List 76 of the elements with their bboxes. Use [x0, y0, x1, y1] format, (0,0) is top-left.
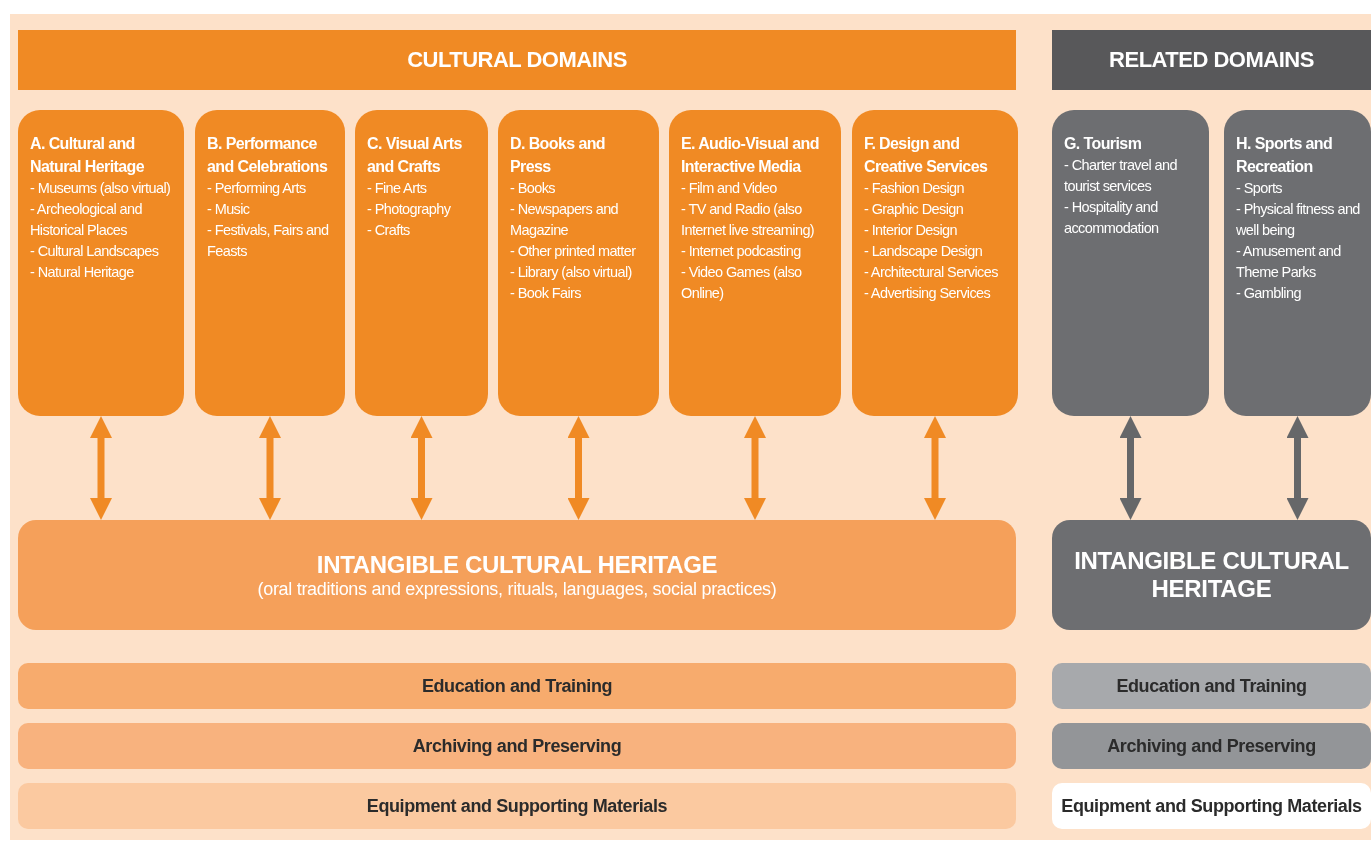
double-arrow [1286, 416, 1309, 520]
category-card [498, 110, 659, 416]
band-title: INTANGIBLE CULTURAL HERITAGE [1073, 547, 1350, 603]
list-item: - Cultural Landscapes [30, 242, 160, 262]
list-item: - Hospitality and accommodation [1064, 198, 1160, 239]
double-arrow [410, 416, 433, 520]
category-heading: B. Performance and Celebrations [207, 134, 329, 178]
double-arrow [744, 416, 766, 520]
list-item: - Newspapers and Magazine [510, 200, 620, 241]
band-label: Archiving and Preserving [1107, 735, 1316, 757]
layer-band [1052, 723, 1371, 769]
header-band [1052, 30, 1371, 90]
double-arrow [1119, 416, 1142, 520]
double-arrow [924, 416, 946, 520]
list-item: - Music [207, 200, 251, 220]
category-card [1224, 110, 1371, 416]
list-item: - TV and Radio (also Internet live streaming) [681, 200, 816, 241]
band-label: Equipment and Supporting Materials [366, 795, 668, 817]
list-item: - Natural Heritage [30, 263, 135, 283]
list-item: - Book Fairs [510, 284, 582, 304]
list-item: - Performing Arts [207, 179, 307, 199]
list-item: - Architectural Services [864, 263, 999, 283]
heritage-band [18, 520, 1016, 630]
category-card [355, 110, 488, 416]
header-title: RELATED DOMAINS [1109, 47, 1314, 73]
category-card [195, 110, 345, 416]
layer-band [1052, 783, 1371, 829]
list-item: - Festivals, Fairs and Feasts [207, 221, 330, 262]
list-item: - Other printed matter [510, 242, 637, 262]
band-label: Archiving and Preserving [412, 735, 622, 757]
list-item: - Gambling [1236, 284, 1302, 304]
category-card [669, 110, 841, 416]
list-item: - Archeological and Historical Places [30, 200, 143, 241]
list-item: - Video Games (also Online) [681, 263, 803, 304]
double-arrow [567, 416, 590, 520]
band-label: Education and Training [421, 675, 613, 697]
layer-band [18, 663, 1016, 709]
category-card [18, 110, 184, 416]
list-item: - Crafts [367, 221, 411, 241]
list-item: - Photography [367, 200, 452, 220]
list-item: - Museums (also virtual) [30, 179, 172, 199]
list-item: - Amusement and Theme Parks [1236, 242, 1342, 283]
list-item: - Interior Design [864, 221, 958, 241]
band-label: Education and Training [1116, 675, 1307, 697]
header-band [18, 30, 1016, 90]
category-heading: D. Books and Press [510, 134, 607, 178]
list-item: - Landscape Design [864, 242, 984, 262]
layer-band [18, 783, 1016, 829]
category-heading: F. Design and Creative Services [864, 134, 989, 178]
list-item: - Books [510, 179, 556, 199]
heritage-band [1052, 520, 1371, 630]
list-item: - Physical fitness and well being [1236, 200, 1361, 241]
list-item: - Charter travel and tourist services [1064, 156, 1178, 197]
category-card [852, 110, 1018, 416]
category-heading: E. Audio-Visual and Interactive Media [681, 134, 820, 178]
layer-band [1052, 663, 1371, 709]
band-title: INTANGIBLE CULTURAL HERITAGE [316, 550, 718, 579]
band-label: Equipment and Supporting Materials [1061, 795, 1362, 817]
category-heading: C. Visual Arts and Crafts [367, 134, 463, 178]
double-arrow [90, 416, 112, 520]
list-item: - Fine Arts [367, 179, 428, 199]
list-item: - Internet podcasting [681, 242, 802, 262]
category-heading: G. Tourism [1064, 134, 1143, 154]
list-item: - Sports [1236, 179, 1283, 199]
double-arrow [259, 416, 281, 520]
list-item: - Graphic Design [864, 200, 965, 220]
category-heading: H. Sports and Recreation [1236, 134, 1334, 178]
category-heading: A. Cultural and Natural Heritage [30, 134, 145, 178]
layer-band [18, 723, 1016, 769]
header-title: CULTURAL DOMAINS [407, 47, 627, 73]
band-subtitle: (oral traditions and expressions, rituals, languages, social practices) [257, 578, 777, 600]
list-item: - Film and Video [681, 179, 778, 199]
category-card [1052, 110, 1209, 416]
list-item: - Advertising Services [864, 284, 992, 304]
list-item: - Fashion Design [864, 179, 965, 199]
list-item: - Library (also virtual) [510, 263, 633, 283]
